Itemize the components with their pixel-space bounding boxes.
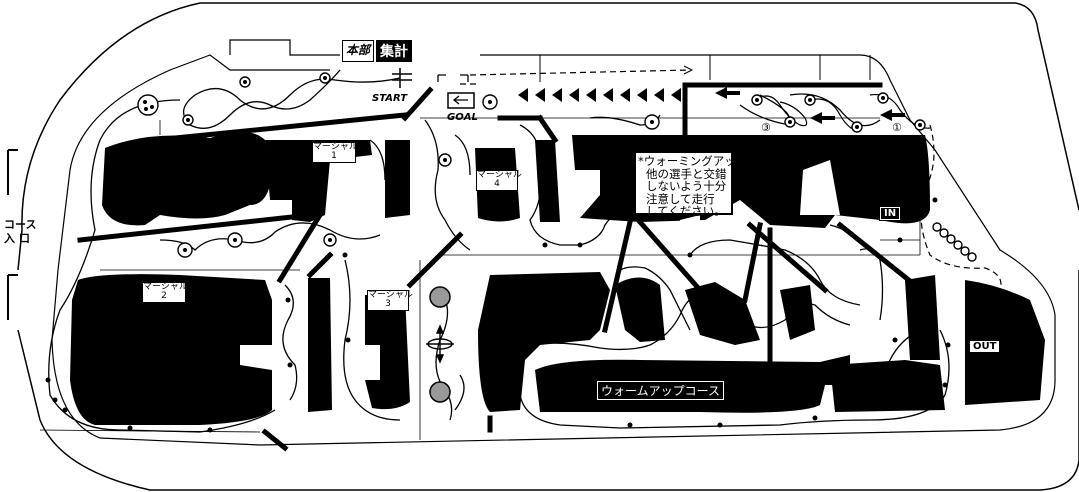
notice-line-5: してください。 [646, 204, 726, 218]
marshal-3-label: マーシャル [368, 290, 413, 300]
start-flag [392, 68, 412, 88]
marshal-post-4: マーシャル 4 [476, 170, 522, 191]
driving-line [48, 69, 950, 433]
goal-label: GOAL [447, 112, 478, 123]
marker-1: ① [892, 121, 902, 134]
entrance-line-2: 入 口 [4, 232, 30, 246]
entrance-wall-bottom [7, 274, 18, 320]
marshal-1-number: 1 [331, 151, 337, 162]
tally-label: 集計 [376, 40, 413, 62]
marshal-post-3: マーシャル 3 [367, 290, 413, 311]
notice-line-2: 他の選手と交錯 [646, 166, 727, 181]
notice-line-4: 注意して走行 [646, 191, 715, 206]
marshal-4-label: マーシャル [477, 170, 522, 180]
marshal-1-label: マーシャル [313, 142, 358, 152]
notice-line-3: しないよう十分 [646, 179, 727, 193]
pylon-blocks [70, 131, 1045, 425]
crossing-symbol [426, 324, 454, 364]
headquarters-sign: 本部 集計 [342, 40, 413, 62]
warmup-course-label: ウォームアップコース [597, 381, 725, 400]
start-label: START [372, 93, 408, 104]
entrance-line-1: コース [4, 218, 37, 231]
marshal-2-number: 2 [161, 291, 167, 302]
arrow-row [518, 87, 892, 124]
in-label: IN [878, 206, 902, 221]
course-dots [45, 197, 951, 433]
marshal-2-label: マーシャル [143, 282, 188, 292]
pylon-circles [137, 72, 977, 262]
dashed-paths [460, 69, 1002, 291]
warmup-notice: *ウォーミングアップは 他の選手と交錯 しないよう十分 注意して走行 してくださ… [634, 151, 759, 218]
marshal-post-2: マーシャル 2 [142, 282, 188, 303]
marshal-4-number: 4 [494, 179, 500, 190]
out-label: OUT [969, 340, 1001, 353]
marker-3: ③ [761, 121, 771, 134]
notice-line-1: *ウォーミングアップは [638, 154, 759, 168]
grey-cones [429, 286, 451, 403]
headquarters-label: 本部 [342, 40, 375, 62]
marshal-post-1: マーシャル 1 [312, 142, 358, 163]
course-entrance-label: コース 入 口 [4, 218, 36, 247]
marshal-3-number: 3 [385, 299, 391, 310]
entrance-wall-top [7, 149, 18, 195]
site-boundary [17, 2, 1079, 491]
